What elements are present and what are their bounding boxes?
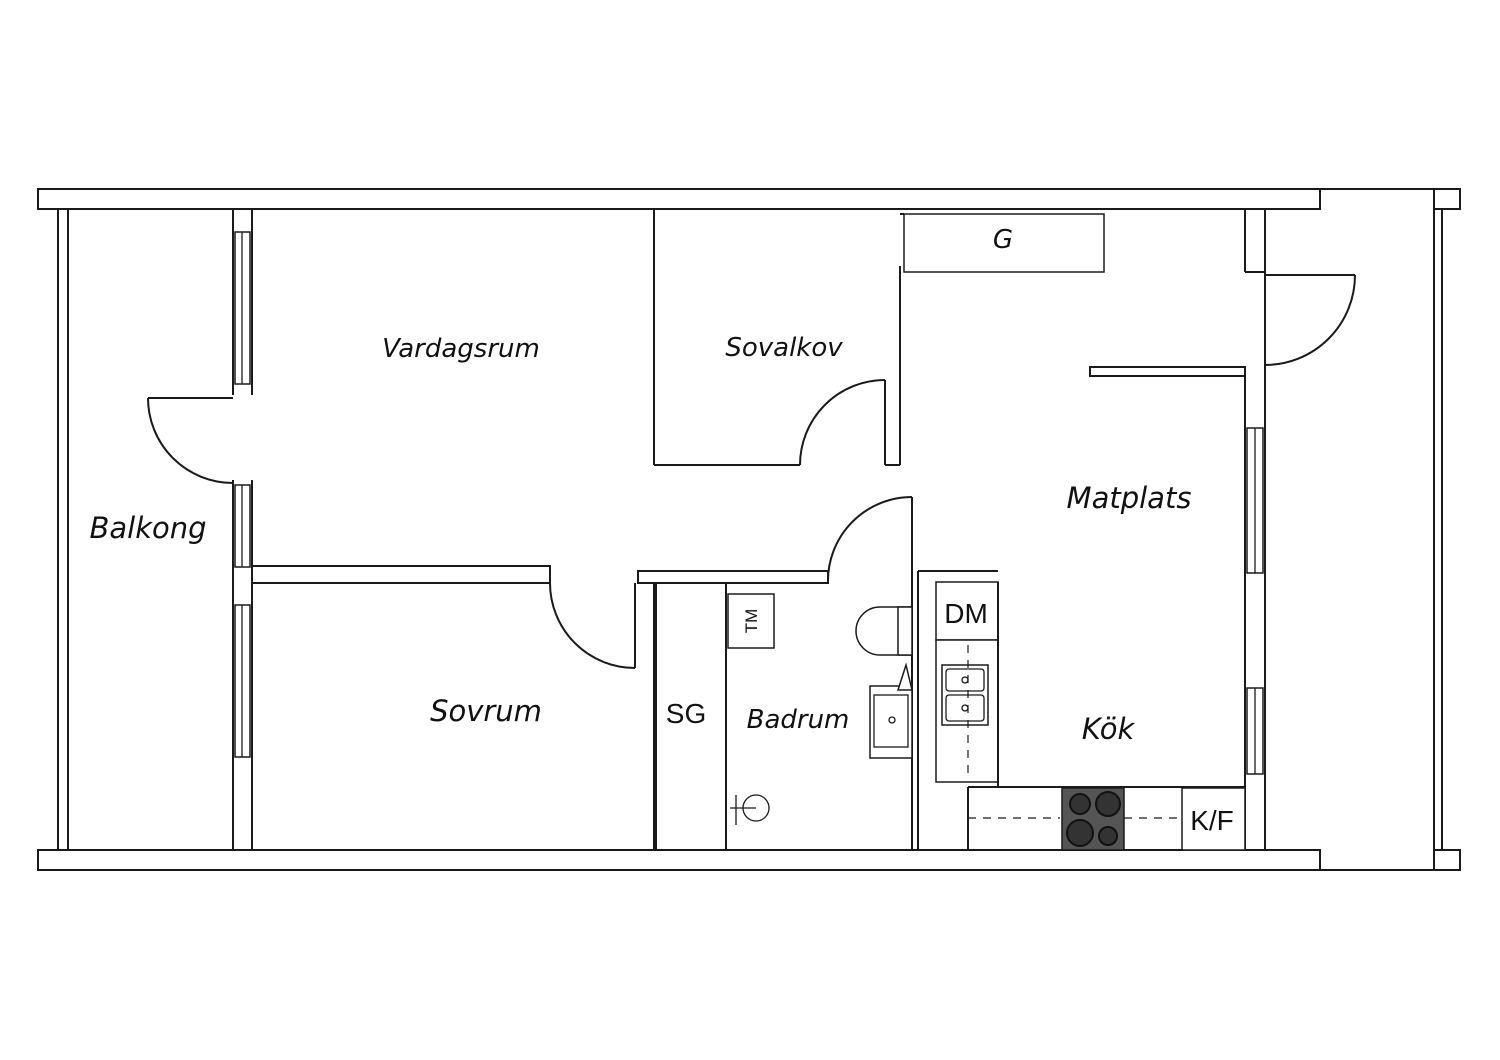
kitchen-sink-icon bbox=[941, 664, 989, 726]
bathroom-door bbox=[826, 496, 913, 584]
entrance-door[interactable] bbox=[1264, 274, 1356, 366]
fridge-freezer-label: K/F bbox=[1190, 805, 1234, 836]
toilet-icon bbox=[855, 606, 913, 656]
fridge-freezer bbox=[1181, 787, 1246, 851]
dryer: TM bbox=[727, 593, 775, 649]
room-label-sovrum: Sovrum bbox=[430, 694, 542, 728]
storage-label: SG bbox=[666, 698, 706, 729]
room-label-vardagsrum: Vardagsrum bbox=[382, 334, 540, 364]
room-label-badrum: Badrum bbox=[747, 705, 850, 735]
balcony-railing bbox=[57, 209, 69, 850]
room-label-kok: Kök bbox=[1082, 712, 1136, 746]
dryer-label: TM bbox=[742, 609, 761, 634]
shower-icon bbox=[730, 794, 770, 825]
window-kok bbox=[1246, 687, 1264, 775]
room-label-balkong: Balkong bbox=[89, 511, 206, 545]
left-exterior-wall bbox=[232, 209, 253, 850]
stove-icon bbox=[1061, 787, 1125, 851]
hall-partition bbox=[1089, 366, 1246, 377]
room-label-sovalkov: Sovalkov bbox=[725, 333, 843, 363]
dishwasher bbox=[935, 581, 999, 641]
wardrobe: G bbox=[900, 213, 1105, 273]
balcony-door bbox=[147, 397, 234, 484]
sovalkov-walls bbox=[653, 209, 901, 466]
inner-walls bbox=[251, 497, 998, 850]
window-sovrum bbox=[234, 604, 251, 758]
kitchen: DM K/F bbox=[935, 581, 1246, 851]
dishwasher-label: DM bbox=[944, 598, 988, 629]
sink-icon bbox=[869, 662, 913, 759]
window-matplats bbox=[1246, 427, 1264, 574]
room-label-matplats: Matplats bbox=[1067, 481, 1192, 515]
window-balcony-door bbox=[234, 484, 251, 568]
right-exterior-wall bbox=[1244, 209, 1266, 850]
wardrobe-label: G bbox=[993, 225, 1013, 255]
window-vardagsrum bbox=[234, 231, 251, 385]
outer-walls bbox=[37, 188, 1461, 871]
bathroom-fixtures: TM Badrum bbox=[727, 593, 913, 825]
